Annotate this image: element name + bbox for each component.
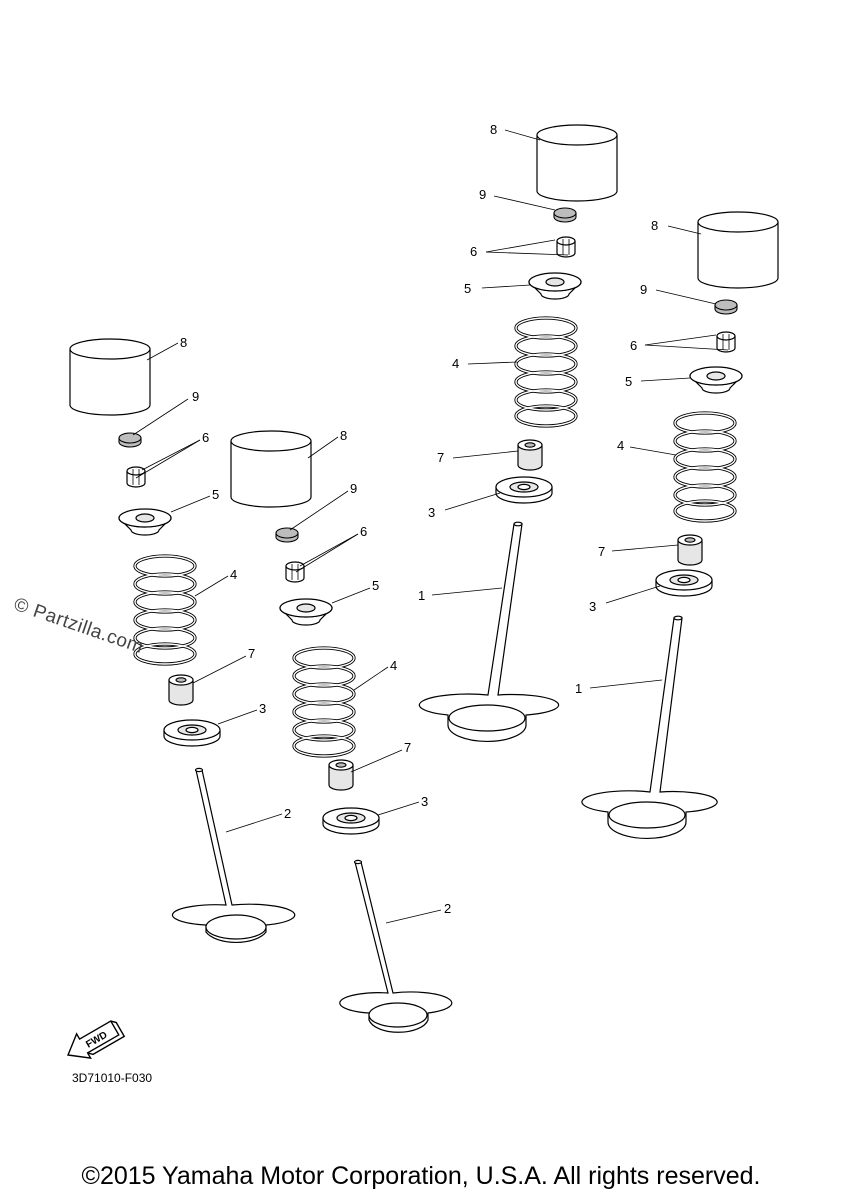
assembly-c xyxy=(418,124,618,743)
callout-3-a: 3 xyxy=(259,701,266,716)
callout-9-b: 9 xyxy=(350,481,357,496)
callout-9-c: 9 xyxy=(479,187,486,202)
callout-2-b: 2 xyxy=(444,901,451,916)
callout-1-d: 1 xyxy=(575,681,582,696)
callout-8-b: 8 xyxy=(340,428,347,443)
callout-2-a: 2 xyxy=(284,806,291,821)
assembly-a xyxy=(69,338,296,943)
callout-7-b: 7 xyxy=(404,740,411,755)
diagram-code: 3D71010-F030 xyxy=(72,1071,153,1085)
callout-labels: 8 9 6 5 4 7 3 2 8 9 6 5 4 7 3 2 8 9 6 5 … xyxy=(180,122,658,916)
callout-6-d: 6 xyxy=(630,338,637,353)
callout-5-c: 5 xyxy=(464,281,471,296)
callout-4-b: 4 xyxy=(390,658,397,673)
callout-8-a: 8 xyxy=(180,335,187,350)
assembly-b xyxy=(230,430,453,1033)
callout-3-b: 3 xyxy=(421,794,428,809)
copyright-notice: ©2015 Yamaha Motor Corporation, U.S.A. A… xyxy=(81,1162,761,1190)
callout-5-a: 5 xyxy=(212,487,219,502)
callout-5-d: 5 xyxy=(625,374,632,389)
callout-6-a: 6 xyxy=(202,430,209,445)
assembly-d xyxy=(581,211,779,840)
callout-7-a: 7 xyxy=(248,646,255,661)
callout-8-c: 8 xyxy=(490,122,497,137)
callout-6-b: 6 xyxy=(360,524,367,539)
callout-3-d: 3 xyxy=(589,599,596,614)
callout-8-d: 8 xyxy=(651,218,658,233)
callout-9-d: 9 xyxy=(640,282,647,297)
fwd-arrow-icon: FWD xyxy=(67,1020,126,1060)
callout-1-c: 1 xyxy=(418,588,425,603)
callout-6-c: 6 xyxy=(470,244,477,259)
callout-3-c: 3 xyxy=(428,505,435,520)
callout-5-b: 5 xyxy=(372,578,379,593)
callout-4-a: 4 xyxy=(230,567,237,582)
callout-9-a: 9 xyxy=(192,389,199,404)
callout-4-c: 4 xyxy=(452,356,459,371)
callout-7-c: 7 xyxy=(437,450,444,465)
callout-7-d: 7 xyxy=(598,544,605,559)
callout-4-d: 4 xyxy=(617,438,624,453)
